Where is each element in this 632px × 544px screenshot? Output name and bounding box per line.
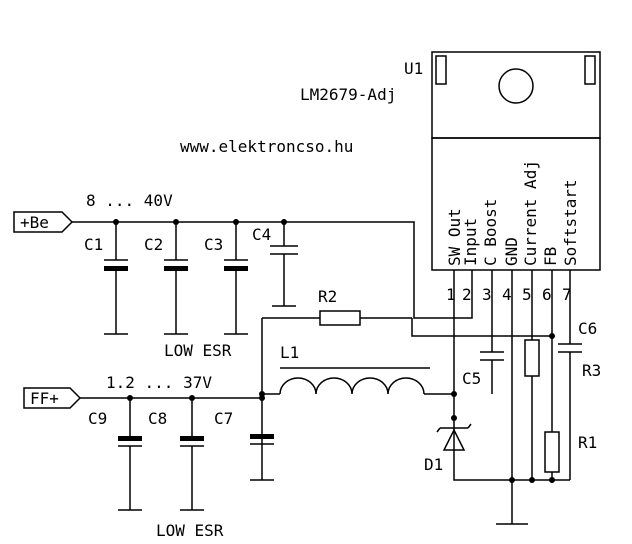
input-port-label: +Be (20, 213, 49, 232)
output-port-label: FF+ (30, 389, 59, 408)
capacitor-c8: C8 (148, 398, 204, 511)
capacitor-c2: C2 (144, 222, 188, 335)
capacitor-c3: C3 (204, 222, 248, 335)
inductor-l1: L1 (262, 343, 454, 395)
chip-ref-label: U1 (404, 59, 423, 78)
pin-number-6: 6 (542, 285, 552, 304)
chip-tab-notch-left (435, 55, 447, 85)
chip-part-label: LM2679-Adj (300, 85, 396, 104)
input-voltage-label: 8 ... 40V (86, 191, 173, 210)
pin-name-3: C Boost (481, 199, 500, 266)
r2-label: R2 (318, 287, 337, 306)
pin-name-5: Current Adj (521, 160, 540, 266)
capacitor-c6: C6 (558, 270, 597, 480)
input-rail-wire (72, 221, 473, 319)
output-voltage-label: 1.2 ... 37V (106, 373, 212, 392)
diode-d1: D1 (424, 423, 472, 474)
esr-note-top: LOW ESR (164, 341, 232, 360)
pin-number-2: 2 (462, 285, 472, 304)
junction-dot (451, 415, 457, 421)
pin-name-1: SW Out (445, 208, 464, 266)
resistor-body (319, 310, 361, 326)
junction-dot (509, 477, 515, 483)
chip-pin-numbers: 1 2 3 4 5 6 7 (446, 285, 572, 304)
capacitor-c9: C9 (88, 398, 142, 511)
resistor-body (524, 339, 540, 377)
fb-wire (411, 318, 554, 337)
chip-pin-names: SW Out Input C Boost GND Current Adj FB … (445, 160, 580, 266)
c4-label: C4 (252, 225, 271, 244)
output-port-shape (23, 387, 82, 409)
capacitor-c7: C7 (214, 409, 274, 481)
chip-tab-notch-right (584, 55, 596, 85)
cap-plate-neg (104, 266, 128, 271)
c8-label: C8 (148, 409, 167, 428)
r1-label: R1 (578, 433, 597, 452)
r3-label: R3 (582, 361, 601, 380)
resistor-r2: R2 (262, 287, 412, 326)
junction-dot (549, 477, 555, 483)
c9-label: C9 (88, 409, 107, 428)
c5-label: C5 (462, 369, 481, 388)
pin-number-1: 1 (446, 285, 456, 304)
d1-label: D1 (424, 455, 443, 474)
esr-note-bottom: LOW ESR (156, 521, 224, 540)
pin-name-7: Softstart (561, 179, 580, 266)
resistor-r3: R3 (524, 270, 601, 480)
c3-label: C3 (204, 235, 223, 254)
zener-ticks (436, 423, 472, 433)
resistor-body (544, 431, 560, 473)
input-port-shape (13, 211, 74, 233)
input-port: +Be (13, 211, 74, 233)
cap-plate-neg (164, 266, 188, 271)
l1-label: L1 (280, 343, 299, 362)
input-bus (72, 219, 473, 319)
output-port: FF+ (23, 387, 82, 409)
pin-number-3: 3 (482, 285, 492, 304)
cap-plate-neg (224, 266, 248, 271)
cap-plate-pos (250, 434, 274, 439)
inductor-coil (279, 377, 425, 395)
diode-triangle (442, 428, 466, 451)
pin-number-4: 4 (502, 285, 512, 304)
pin-number-7: 7 (562, 285, 572, 304)
pin-name-6: FB (541, 247, 560, 266)
junction-dot (549, 333, 555, 339)
c7-label: C7 (214, 409, 233, 428)
pin-number-5: 5 (522, 285, 532, 304)
c2-label: C2 (144, 235, 163, 254)
pin-name-2: Input (461, 218, 480, 266)
capacitor-c5: C5 (462, 270, 504, 394)
capacitor-c4: C4 (252, 222, 298, 307)
junction-dot (259, 395, 265, 401)
c6-label: C6 (578, 319, 597, 338)
capacitor-c1: C1 (84, 222, 128, 335)
cap-plate-pos (180, 436, 204, 441)
c1-label: C1 (84, 235, 103, 254)
chip-u1: U1 LM2679-Adj (300, 51, 601, 271)
chip-heatsink-tab (431, 51, 601, 139)
website-label: www.elektroncso.hu (180, 137, 353, 156)
cap-plate-pos (118, 436, 142, 441)
resistor-r1: R1 (544, 270, 597, 480)
junction-dot (529, 477, 535, 483)
chip-body (431, 137, 601, 271)
pin-name-4: GND (502, 237, 521, 266)
chip-mounting-hole (498, 68, 534, 104)
